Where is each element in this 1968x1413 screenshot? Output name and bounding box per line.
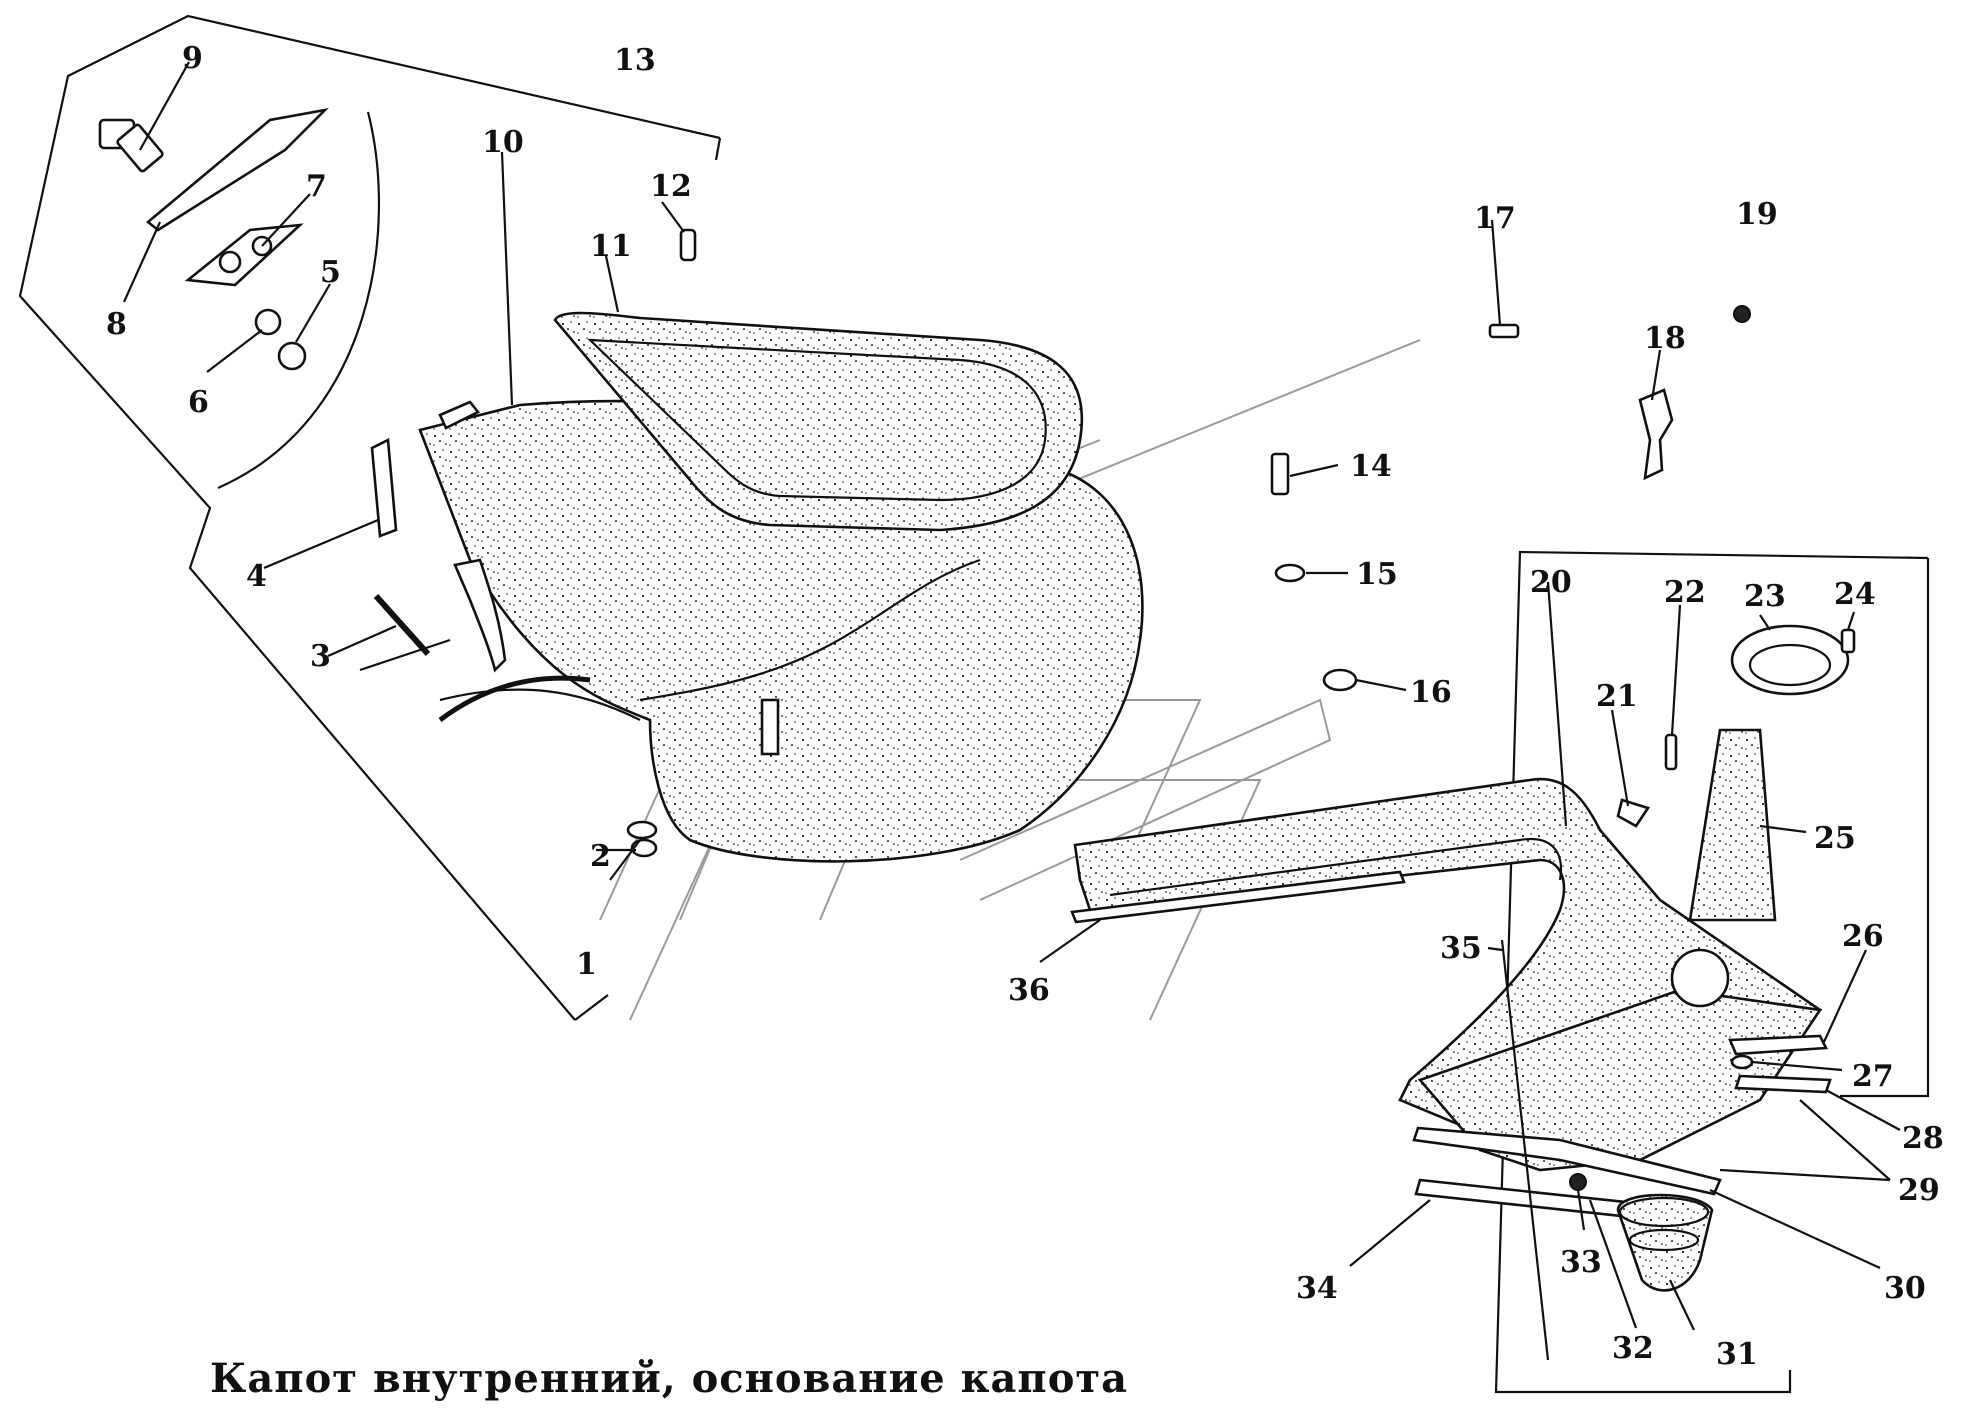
gear-lever-boot-25 (1688, 728, 1777, 922)
callout-5: 5 (320, 255, 341, 290)
callout-34: 34 (1296, 1271, 1338, 1306)
callout-14: 14 (1350, 449, 1392, 484)
washer-16 (1322, 668, 1358, 692)
washer-15 (1274, 563, 1306, 583)
callout-1: 1 (576, 947, 597, 982)
gasket-30 (1412, 1126, 1722, 1196)
callout-3: 3 (310, 639, 331, 674)
callout-8: 8 (106, 307, 127, 342)
callout-21: 21 (1596, 679, 1638, 714)
callout-4: 4 (246, 559, 267, 594)
callout-19: 19 (1736, 197, 1778, 232)
boot-31 (1616, 1193, 1714, 1292)
hood-clip (760, 698, 780, 756)
callout-23: 23 (1744, 579, 1786, 614)
callout-27: 27 (1852, 1059, 1894, 1094)
callout-18: 18 (1644, 321, 1686, 356)
hood-flap (453, 558, 507, 673)
pin-3 (373, 593, 431, 657)
inner-hood-assembly (370, 311, 1144, 863)
callout-36: 36 (1008, 973, 1050, 1008)
bracket-18 (1638, 388, 1674, 481)
callout-25: 25 (1814, 821, 1856, 856)
callout-17: 17 (1474, 201, 1516, 236)
hood-hinge (370, 437, 398, 538)
seal-strip-36 (1070, 870, 1406, 924)
callout-33: 33 (1560, 1245, 1602, 1280)
nut-19 (1733, 305, 1751, 323)
plate-8 (145, 107, 329, 232)
callout-labels: 1 2 3 4 5 6 7 8 9 10 11 12 13 14 15 16 1… (106, 41, 1944, 1372)
callout-6: 6 (188, 385, 209, 420)
bolt-12 (679, 228, 697, 262)
plate-7 (184, 223, 304, 287)
nut-6 (254, 308, 282, 336)
hood-hinge-top (438, 400, 481, 430)
assembly-bracket-13 (18, 14, 722, 1021)
callout-15: 15 (1356, 557, 1398, 592)
callout-9: 9 (182, 41, 203, 76)
screw-24 (1840, 628, 1856, 654)
callout-22: 22 (1664, 575, 1706, 610)
hood-base-assembly (1070, 624, 1856, 1361)
hood-stay (438, 675, 591, 723)
assembly-bracket-20 (1494, 550, 1930, 1394)
callout-35: 35 (1440, 931, 1482, 966)
diagram-caption: Капот внутренний, основание капота (210, 1355, 1128, 1402)
callout-30: 30 (1884, 1271, 1926, 1306)
callout-28: 28 (1902, 1121, 1944, 1156)
callout-10: 10 (482, 125, 524, 160)
base-opening (1670, 948, 1730, 1008)
callout-31: 31 (1716, 1337, 1758, 1372)
ring-23 (1730, 624, 1850, 696)
callout-12: 12 (650, 169, 692, 204)
callout-7: 7 (306, 169, 327, 204)
leader-lines (122, 61, 1901, 1331)
small-parts-right (1270, 305, 1751, 692)
clip-21 (1616, 798, 1651, 828)
bolt-14 (1270, 452, 1290, 496)
callout-29: 29 (1898, 1173, 1940, 1208)
callout-11: 11 (590, 229, 632, 264)
nut-33 (1569, 1173, 1587, 1191)
callout-32: 32 (1612, 1331, 1654, 1366)
callout-24: 24 (1834, 577, 1876, 612)
callout-2: 2 (590, 839, 611, 874)
callout-13: 13 (614, 43, 656, 78)
callout-26: 26 (1842, 919, 1884, 954)
nut-5 (277, 341, 307, 371)
callout-20: 20 (1530, 565, 1572, 600)
inner-hood-lid (553, 311, 1084, 532)
screw-17 (1488, 323, 1520, 339)
screw-22 (1664, 733, 1678, 771)
callout-16: 16 (1410, 675, 1452, 710)
